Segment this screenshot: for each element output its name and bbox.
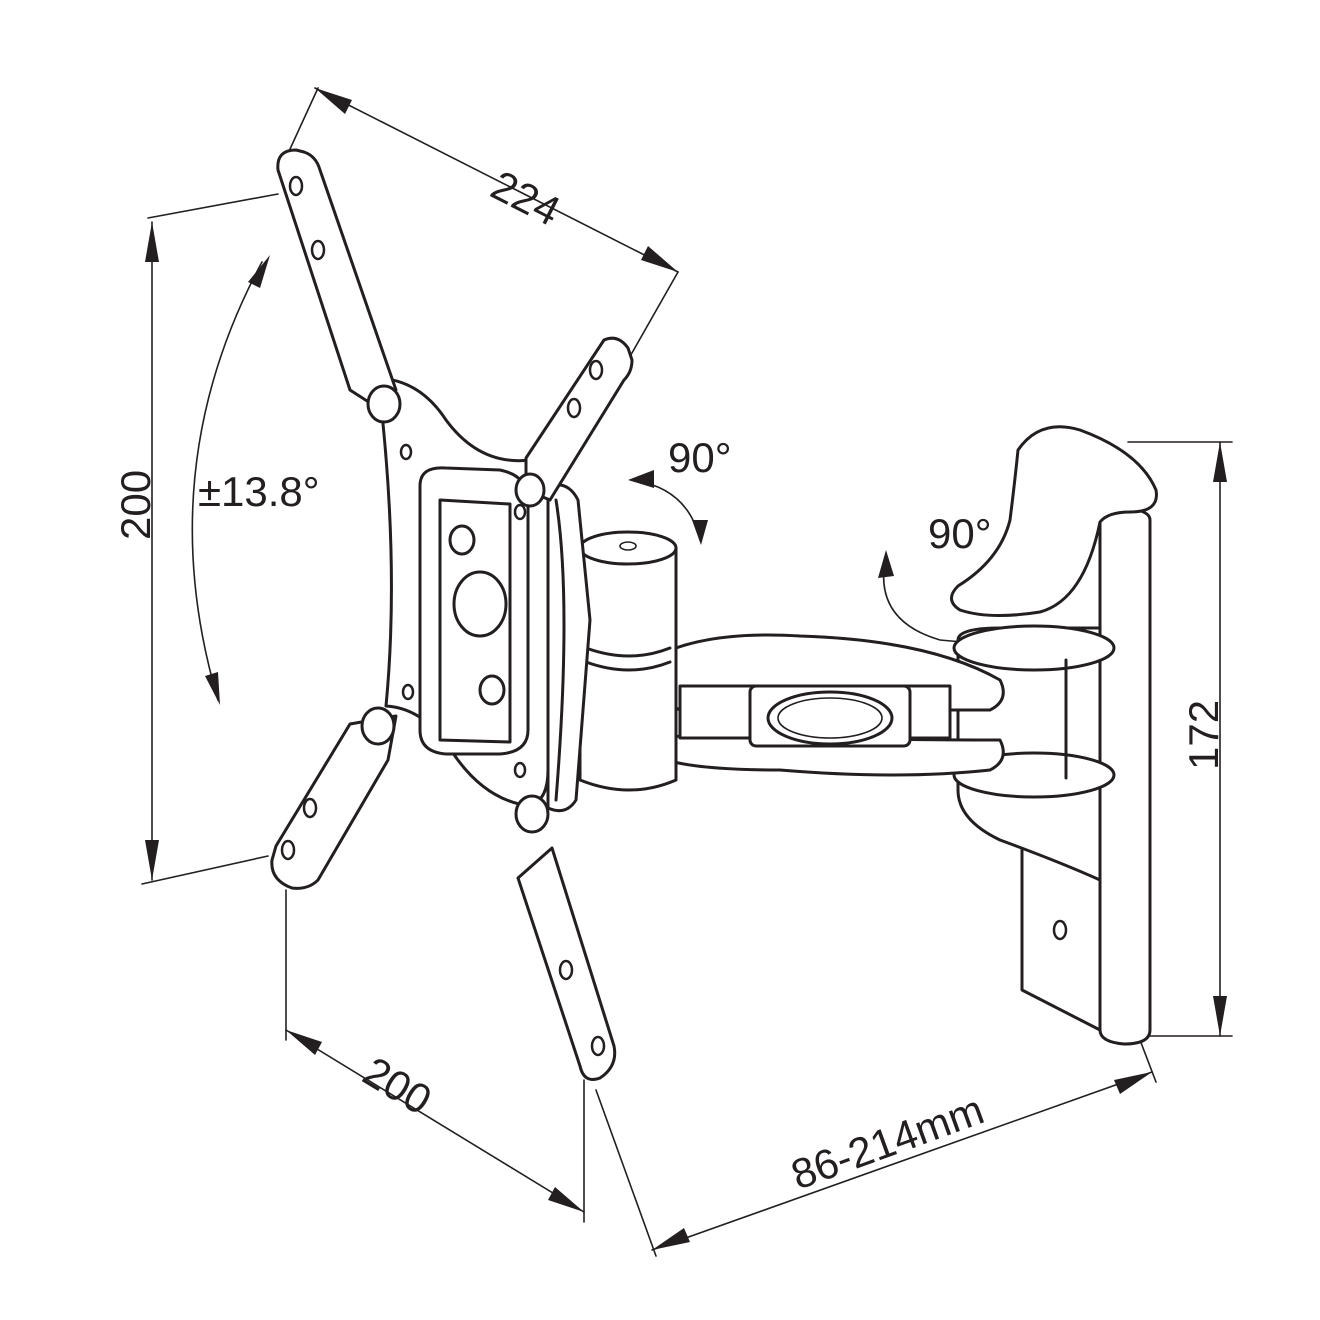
tilt-angle-indicator: ±13.8° [191,255,320,705]
vesa-arm-bottom-right [514,794,617,1081]
vesa-head-plate [376,376,592,813]
swivel-wall-label: 90° [928,510,992,557]
tilt-angle-label: ±13.8° [198,468,320,515]
dimension-label-extension: 86-214mm [785,1086,990,1199]
dimension-label-224: 224 [484,161,568,235]
extension-arm [648,633,1005,777]
vesa-arm-top-right [514,336,634,508]
dimension-extension: 86-214mm [595,1039,1157,1257]
swivel-head-indicator: 90° [628,434,732,545]
dimension-label-200-horizontal: 200 [355,1047,439,1123]
dimension-label-172: 172 [1180,700,1227,770]
dimension-left-height: 200 [112,193,279,885]
dimension-label-200-vertical: 200 [112,470,159,540]
swivel-head-label: 90° [668,434,732,481]
vesa-arm-top-left [276,148,402,424]
vesa-arm-bottom-left [270,706,398,890]
dimension-right-height: 172 [1127,441,1233,1037]
wall-plate [950,425,1158,1046]
swivel-joint [578,530,678,792]
